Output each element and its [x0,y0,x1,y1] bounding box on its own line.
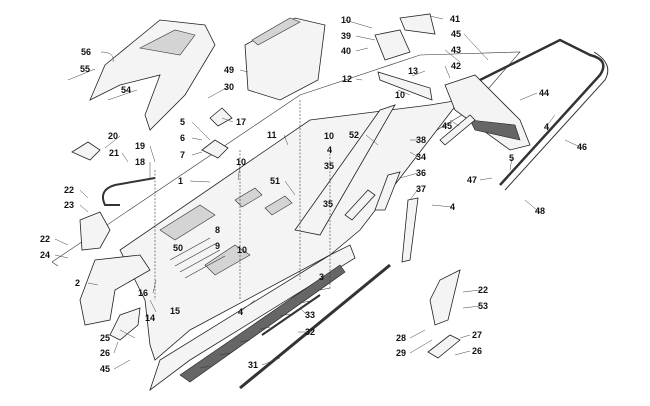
callout: 10 [341,15,351,25]
callout: 4 [544,122,549,132]
callout: 28 [396,333,406,343]
callout: 7 [180,150,185,160]
callout: 2 [75,278,80,288]
callout: 52 [349,130,359,140]
callout: 41 [450,14,460,24]
callout: 21 [109,148,119,158]
callout: 6 [180,133,185,143]
callout: 25 [100,333,110,343]
callout: 49 [224,65,234,75]
seat [89,19,216,131]
callout: 9 [215,241,220,251]
callout: 17 [236,117,246,127]
callout: 14 [145,313,155,323]
cross-shaft-32 [239,263,391,390]
brace-36 [374,171,401,211]
snow-flap [79,211,111,251]
callout: 39 [341,31,351,41]
footrest-left [109,307,141,341]
bracket-41 [399,13,436,35]
callout: 5 [509,153,514,163]
callout: 43 [451,45,461,55]
callout: 22 [40,234,50,244]
callout: 3 [319,272,324,282]
callout: 46 [577,142,587,152]
callout: 18 [135,157,145,167]
cover-20 [71,141,101,161]
callout: 48 [535,206,545,216]
callout: 35 [323,199,333,209]
callout: 45 [100,364,110,374]
callout: 40 [341,46,351,56]
callout: 38 [416,135,426,145]
callout: 15 [170,306,180,316]
callout: 32 [305,327,315,337]
callout: 51 [270,176,280,186]
callout: 44 [539,88,549,98]
callout: 30 [224,82,234,92]
callout: 45 [451,29,461,39]
callout: 20 [108,131,118,141]
tail-light [209,107,233,127]
callout: 24 [40,250,50,260]
seat-pad [139,29,196,56]
bag-lid [251,17,301,46]
callout: 22 [64,185,74,195]
flap-bar [439,114,476,146]
cross-shaft-33 [261,294,321,336]
callout: 47 [467,175,477,185]
callout-labels: 56 55 54 49 30 17 5 6 7 20 21 19 18 11 1… [40,14,587,374]
callout: 16 [138,288,148,298]
callout: 36 [416,168,426,178]
callout: 10 [237,245,247,255]
callout: 50 [173,243,183,253]
callout: 12 [342,74,352,84]
tunnel-assembly [119,99,461,361]
light-mount [201,139,229,159]
bracket-39 [374,29,411,61]
rear-bar-37 [401,197,419,263]
callout: 10 [324,131,334,141]
callout: 35 [324,161,334,171]
callout: 10 [395,90,405,100]
callout: 31 [248,360,258,370]
rear-bumper [469,38,605,186]
callout: 33 [305,310,315,320]
callout: 19 [135,141,145,151]
running-board [294,104,396,236]
callout: 34 [416,152,426,162]
callout: 27 [472,330,482,340]
footrest-right [429,269,461,326]
callout: 45 [442,121,452,131]
grab-handle [102,177,156,206]
callout: 5 [180,117,185,127]
callout: 53 [478,301,488,311]
callout: 23 [64,200,74,210]
callout: 8 [215,225,220,235]
callout: 42 [451,61,461,71]
callout: 4 [450,202,455,212]
rear-rail-13 [377,71,433,101]
side-rail [149,244,356,392]
callout: 13 [408,66,418,76]
callout: 26 [100,348,110,358]
callout: 22 [478,285,488,295]
callout: 10 [236,157,246,167]
callout: 56 [81,47,91,57]
front-bracket [79,254,151,326]
callout: 54 [121,85,131,95]
callout: 26 [472,346,482,356]
step-27 [427,334,461,359]
callout: 4 [238,307,243,317]
callout: 37 [416,184,426,194]
callout: 11 [267,130,277,140]
callout: 29 [396,348,406,358]
callout: 1 [178,176,183,186]
leader-lines [54,15,581,370]
callout: 55 [80,64,90,74]
callout: 4 [327,145,332,155]
